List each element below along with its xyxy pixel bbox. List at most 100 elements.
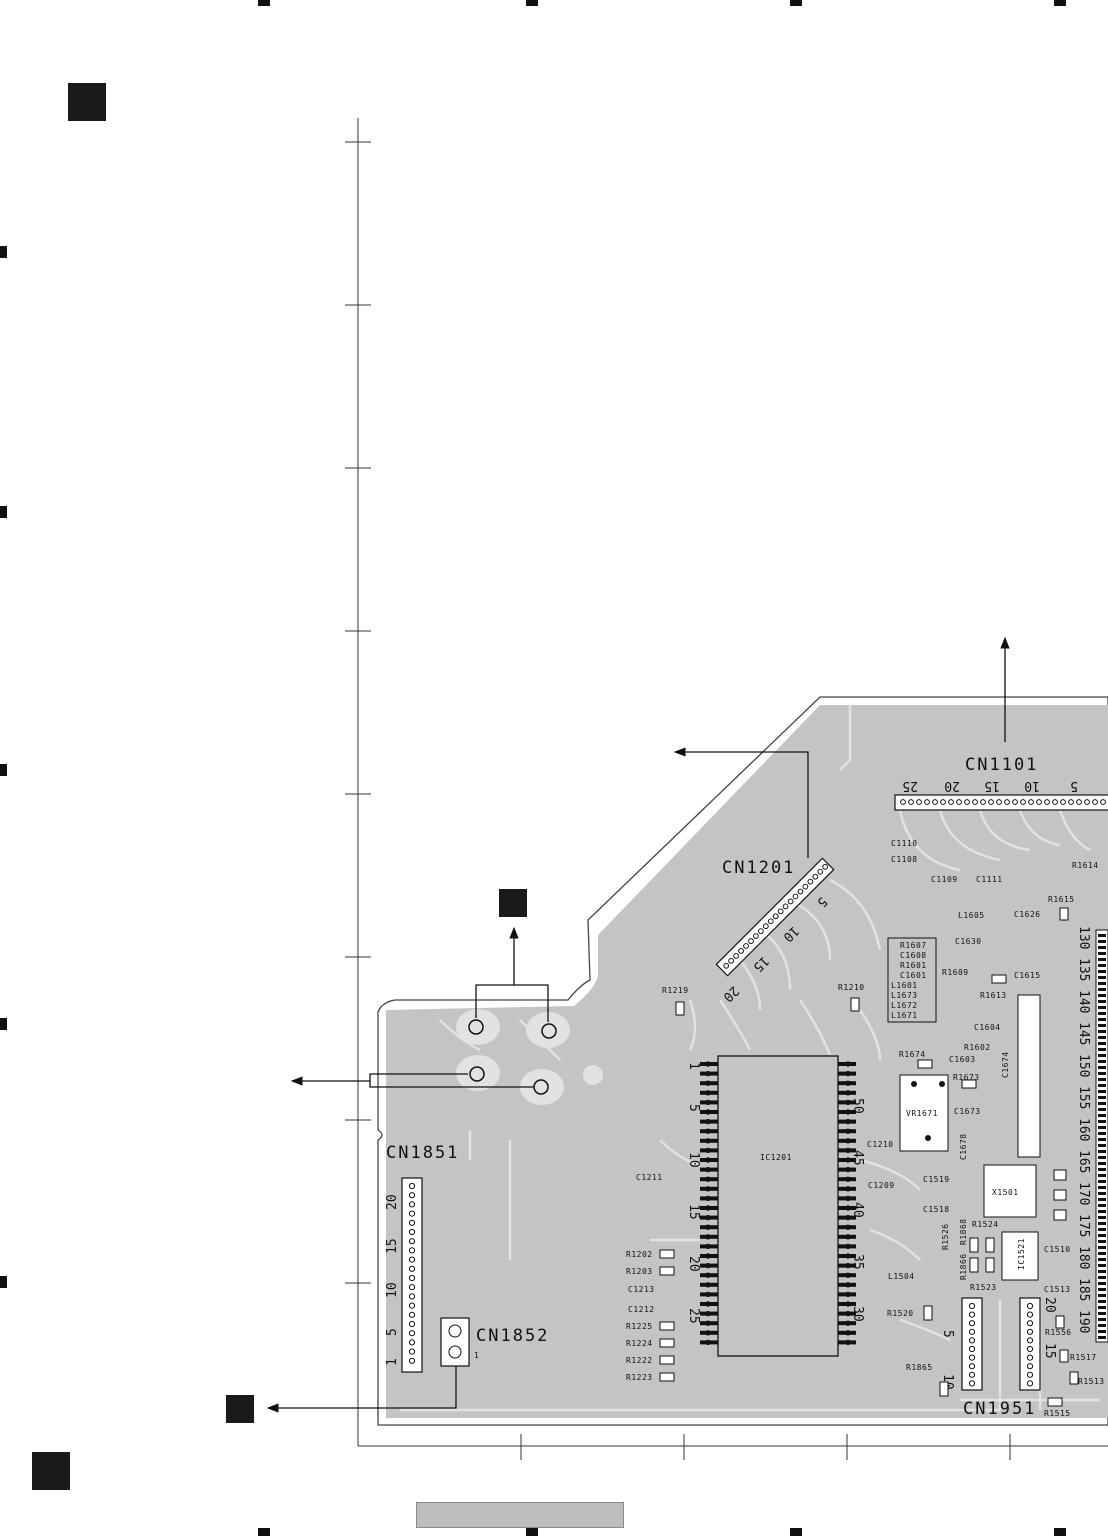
svg-text:R1219: R1219 bbox=[662, 986, 689, 995]
svg-text:140: 140 bbox=[1076, 990, 1091, 1013]
qfp-pin bbox=[1098, 1000, 1106, 1003]
qfp-pin bbox=[1098, 1180, 1106, 1183]
ic-pin bbox=[838, 1206, 856, 1210]
svg-text:165: 165 bbox=[1076, 1150, 1091, 1173]
ic-pin-dot bbox=[845, 1109, 851, 1115]
svg-text:5: 5 bbox=[686, 1104, 701, 1112]
ic-pin bbox=[838, 1321, 856, 1326]
qfp-pin bbox=[1098, 994, 1106, 997]
ic-pin bbox=[700, 1062, 718, 1066]
qfp-pin bbox=[1098, 1162, 1106, 1165]
ic-pin-dot bbox=[845, 1282, 851, 1288]
ic-pin bbox=[700, 1330, 718, 1335]
pin bbox=[924, 799, 930, 805]
pin bbox=[932, 799, 938, 805]
qfp-pin bbox=[1098, 1114, 1106, 1117]
svg-text:185: 185 bbox=[1076, 1278, 1091, 1301]
ic-pin-dot bbox=[845, 1157, 851, 1163]
pin bbox=[948, 799, 954, 805]
ic-pin-dot bbox=[705, 1118, 711, 1125]
ic-pin-dot bbox=[845, 1070, 851, 1077]
arrow-cn1852-left bbox=[266, 1366, 457, 1413]
ic-pin bbox=[700, 1273, 718, 1278]
pin bbox=[1068, 799, 1074, 805]
svg-text:R1515: R1515 bbox=[1044, 1409, 1071, 1418]
qfp-pin bbox=[1098, 1300, 1106, 1303]
pin bbox=[1084, 799, 1090, 805]
ic-pin-dot bbox=[705, 1205, 711, 1211]
ic-pin-dot bbox=[705, 1253, 711, 1259]
svg-text:C1608: C1608 bbox=[900, 951, 927, 960]
pin bbox=[787, 898, 794, 905]
svg-text:25: 25 bbox=[686, 1308, 701, 1324]
ic-pin-dot bbox=[705, 1128, 711, 1134]
pin bbox=[408, 1228, 416, 1236]
qfp-pin bbox=[1098, 1018, 1106, 1021]
svg-text:L1601: L1601 bbox=[891, 981, 918, 990]
pin bbox=[1012, 799, 1018, 805]
svg-text:5: 5 bbox=[1070, 778, 1078, 793]
pin bbox=[822, 863, 829, 870]
qfp-pin bbox=[1098, 1054, 1106, 1057]
ic-pin-dot bbox=[705, 1243, 711, 1250]
pin bbox=[738, 948, 744, 954]
pin bbox=[968, 1328, 976, 1335]
ic-pin bbox=[838, 1196, 856, 1201]
ic-pin-dot bbox=[845, 1291, 851, 1298]
ic-pin bbox=[700, 1302, 718, 1306]
pin bbox=[968, 1320, 976, 1327]
svg-text:R1602: R1602 bbox=[964, 1043, 991, 1052]
svg-text:15: 15 bbox=[1042, 1343, 1057, 1359]
svg-text:R1523: R1523 bbox=[970, 1283, 997, 1292]
ic-pin bbox=[838, 1186, 856, 1191]
cn1951-label: CN1951 bbox=[963, 1399, 1036, 1419]
svg-text:1: 1 bbox=[686, 1062, 701, 1070]
section-marker-bottom bbox=[32, 1452, 70, 1490]
pin bbox=[1020, 799, 1026, 805]
ic-pin bbox=[700, 1263, 718, 1268]
svg-text:15: 15 bbox=[984, 778, 1000, 793]
pin bbox=[968, 1380, 976, 1387]
registration-marks bbox=[0, 0, 1066, 1536]
qfp-pin bbox=[1098, 1210, 1106, 1213]
pin bbox=[733, 952, 740, 959]
pin bbox=[972, 799, 978, 805]
pin bbox=[968, 1363, 976, 1370]
qfp-pin bbox=[1098, 988, 1106, 991]
pin bbox=[1044, 799, 1050, 805]
section-marker-left bbox=[226, 1395, 254, 1423]
qfp-pin bbox=[1098, 1186, 1106, 1189]
pin bbox=[408, 1219, 416, 1226]
svg-text:L1672: L1672 bbox=[891, 1001, 918, 1010]
qfp-pin bbox=[1098, 1024, 1106, 1027]
qfp-pin bbox=[1098, 1084, 1106, 1087]
ic-pin-dot bbox=[705, 1138, 711, 1144]
qfp-pin bbox=[1098, 1318, 1106, 1321]
qfp-pin bbox=[1098, 1168, 1106, 1171]
svg-text:C1678: C1678 bbox=[959, 1133, 968, 1160]
footer-bar bbox=[416, 1502, 624, 1528]
svg-text:50: 50 bbox=[850, 1098, 865, 1114]
svg-text:R1673: R1673 bbox=[953, 1073, 980, 1082]
ic-pin bbox=[700, 1282, 718, 1287]
svg-text:C1603: C1603 bbox=[949, 1055, 976, 1064]
ic-pin bbox=[838, 1254, 856, 1258]
qfp-pin bbox=[1098, 1252, 1106, 1255]
svg-text:25: 25 bbox=[902, 778, 918, 793]
leader-lines bbox=[266, 636, 1010, 1413]
ic-pin-dot bbox=[845, 1224, 851, 1230]
pin bbox=[753, 933, 759, 939]
svg-text:R1210: R1210 bbox=[838, 983, 865, 992]
pin bbox=[408, 1320, 416, 1328]
ic-pin bbox=[838, 1311, 856, 1316]
pin bbox=[956, 799, 962, 805]
arrow-cn1201-left bbox=[673, 747, 809, 858]
svg-text:160: 160 bbox=[1076, 1118, 1091, 1141]
ic-pin-dot bbox=[705, 1224, 711, 1230]
ic-pin bbox=[838, 1062, 856, 1066]
hole-2 bbox=[541, 1023, 557, 1039]
pin bbox=[968, 1371, 976, 1378]
svg-text:R1517: R1517 bbox=[1070, 1353, 1097, 1362]
ic-pin bbox=[700, 1081, 718, 1086]
svg-text:145: 145 bbox=[1076, 1022, 1091, 1045]
